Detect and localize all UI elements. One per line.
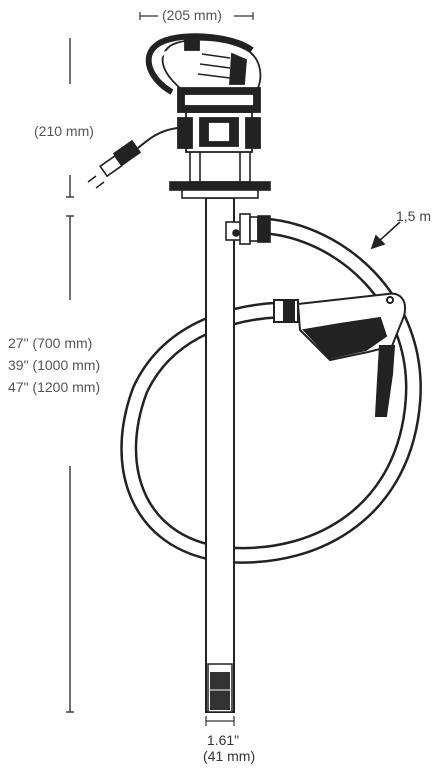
tube-diameter-inches: 1.61" — [206, 732, 240, 748]
tube-diameter-label: 1.61" (41 mm) — [203, 732, 256, 764]
tube-diameter-mm: (41 mm) — [203, 748, 256, 764]
motor-height-dimension-marker — [66, 38, 74, 198]
motor — [145, 33, 262, 153]
hose-length-arrow — [370, 221, 401, 250]
tube-length-labels: 27" (700 mm) 39" (1000 mm) 47" (1200 mm) — [8, 332, 100, 398]
tube-length-1200: 47" (1200 mm) — [8, 379, 101, 395]
motor-height-label: (210 mm) — [34, 123, 94, 139]
tube-length-700: 27" (700 mm) — [8, 335, 93, 351]
hose-coil — [120, 217, 422, 564]
tube-length-dimension-marker — [66, 215, 74, 713]
power-plug — [87, 139, 142, 189]
diameter-dimension-marker — [205, 716, 235, 726]
width-dimension-marker — [139, 12, 254, 20]
flange — [169, 149, 271, 199]
tube-length-1000: 39" (1000 mm) — [8, 357, 101, 373]
suction-tube — [205, 197, 235, 713]
dispensing-nozzle — [273, 292, 406, 417]
power-cord — [137, 127, 179, 149]
motor-width-label: (205 mm) — [162, 7, 222, 23]
hose-length-label: 1,5 m — [396, 208, 432, 224]
outlet-connector — [225, 213, 271, 245]
